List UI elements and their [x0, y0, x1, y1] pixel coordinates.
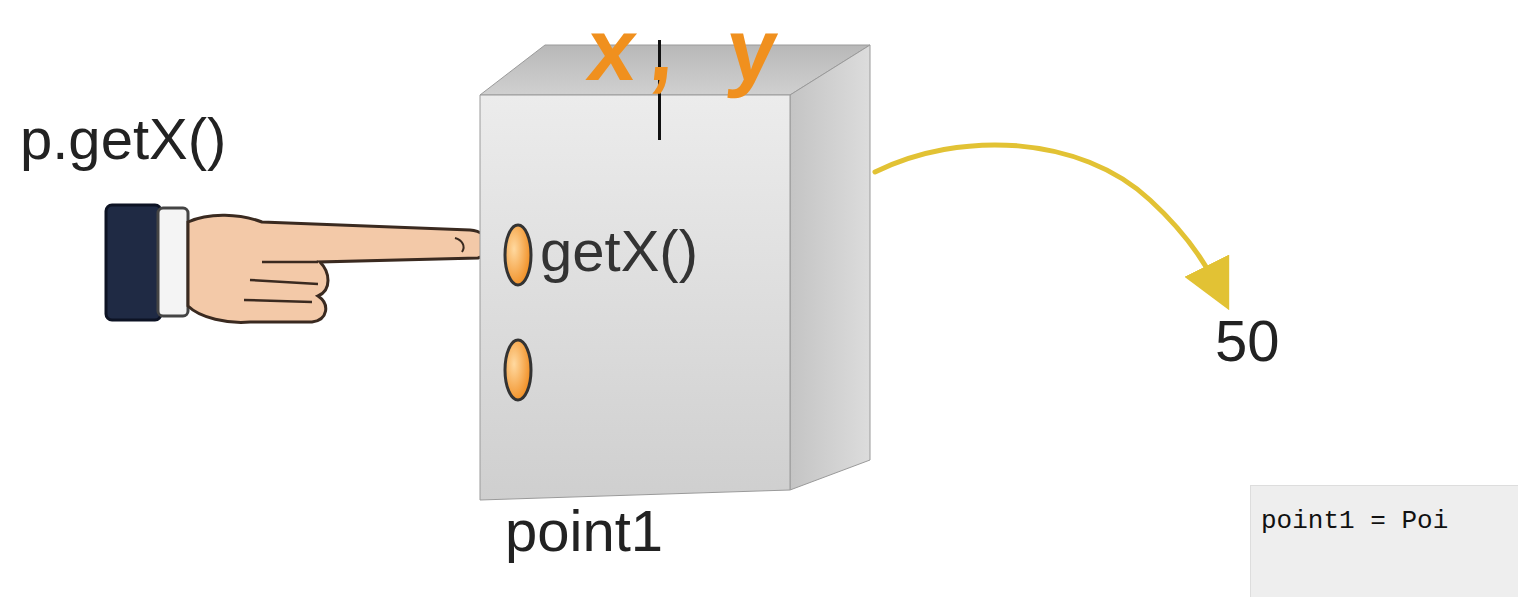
- result-value: 50: [1215, 312, 1280, 370]
- code-box: point1 = Poi: [1250, 485, 1518, 597]
- object-box: x, ygetX()point1: [470, 40, 880, 585]
- code-text: point1 = Poi: [1261, 508, 1448, 534]
- result-arrow: [875, 145, 1218, 288]
- pointing-hand: [106, 205, 489, 322]
- call-expression: p.getX(): [20, 110, 226, 168]
- field-names: x, y: [583, 6, 795, 94]
- object-name: point1: [505, 502, 663, 560]
- method-label: getX(): [540, 222, 698, 280]
